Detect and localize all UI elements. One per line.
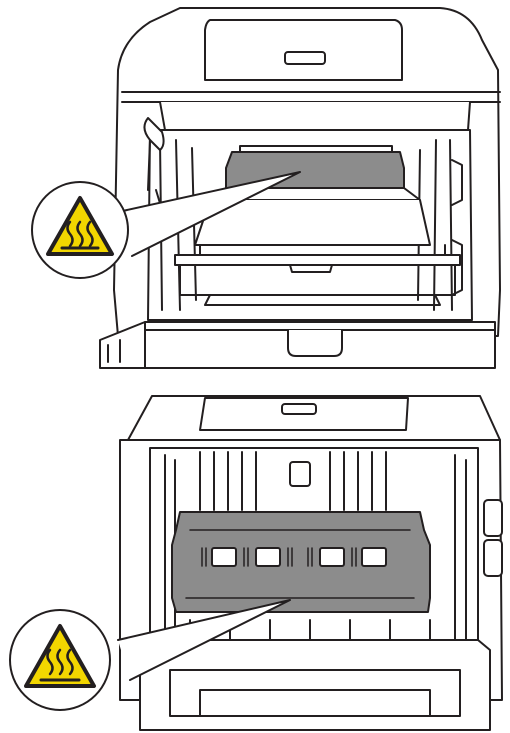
callout-pointer-front <box>117 171 301 257</box>
front-cover-handle <box>287 329 343 357</box>
printer-front-view <box>31 7 501 369</box>
fuser-unit <box>171 511 431 613</box>
hot-surface-warning-icon <box>46 196 114 256</box>
top-cover <box>204 19 403 81</box>
center-latch <box>289 461 311 487</box>
callout-pointer-back <box>117 599 291 681</box>
top-handle-back <box>281 403 317 415</box>
hot-surface-warning-icon <box>24 624 96 688</box>
fuser-levers <box>211 547 387 567</box>
printer-back-view <box>9 395 503 731</box>
top-handle <box>284 51 326 65</box>
